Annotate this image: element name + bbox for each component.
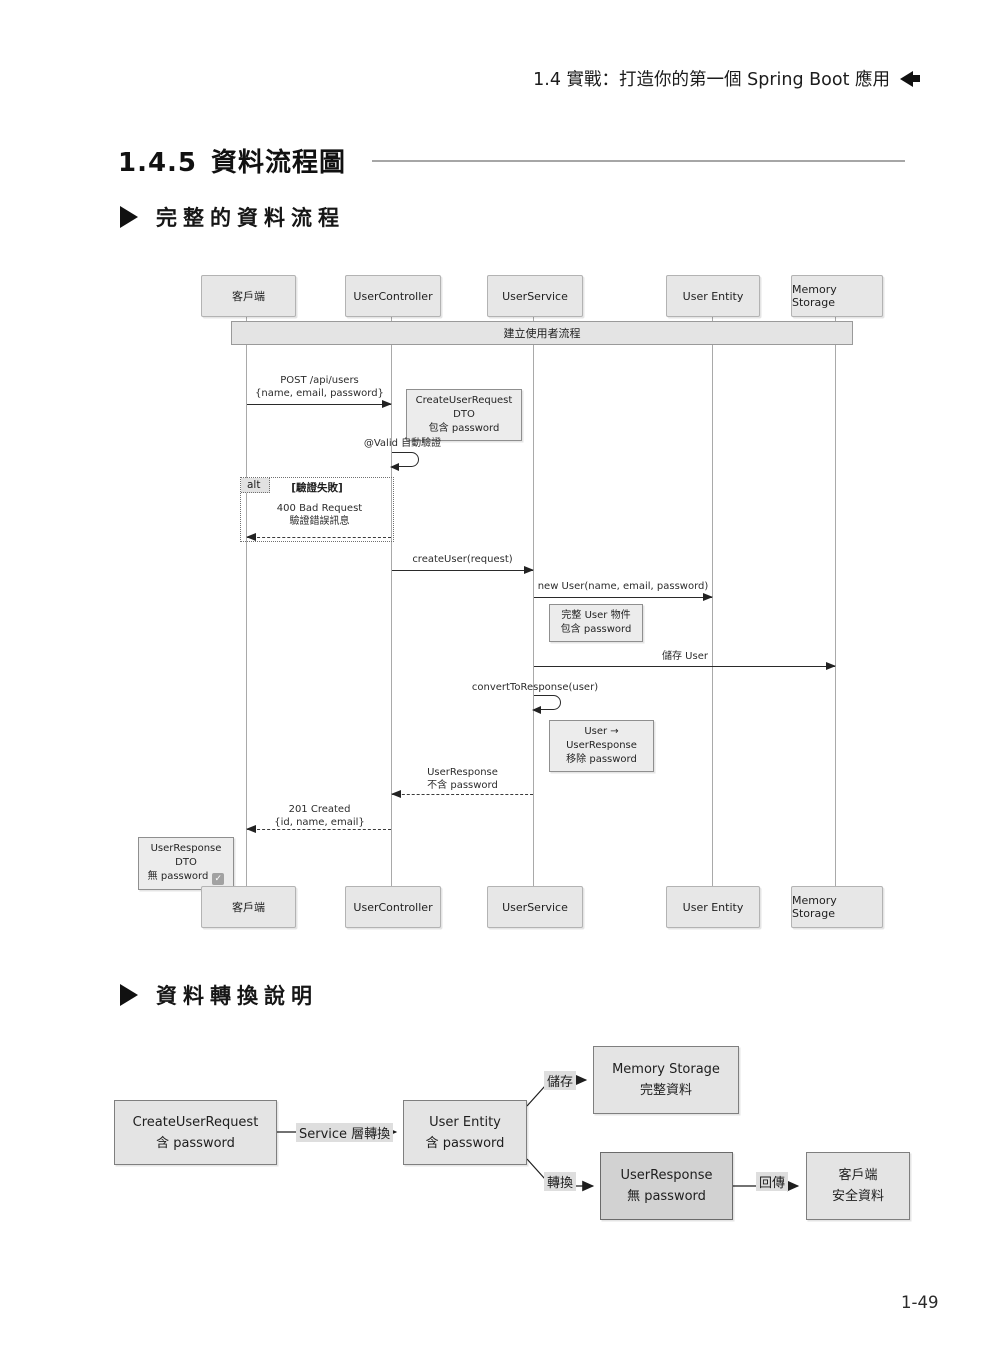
message-userresponse-label: UserResponse 不含 password [427, 767, 498, 791]
self-loop-valid [390, 452, 419, 471]
node-userentity: User Entity 含 password [403, 1100, 527, 1165]
edge-label-store: 儲存 [544, 1071, 577, 1090]
lifeline-usercontroller [391, 315, 392, 886]
alt-frame-condition: [驗證失敗] [291, 482, 343, 494]
participant-client-bottom: 客戶端 [201, 886, 296, 928]
message-userresponse-arrow [391, 790, 533, 798]
message-newuser-arrow [534, 593, 713, 601]
node-memorystorage: Memory Storage 完整資料 [593, 1046, 739, 1114]
participant-client-top: 客戶端 [201, 275, 296, 317]
note-user-to-response: User → UserResponse 移除 password [549, 720, 654, 772]
participant-userentity-bottom: User Entity [666, 886, 760, 928]
section-heading: 1.4.5 資料流程圖 [118, 142, 346, 179]
edge-label-return: 回傳 [756, 1172, 789, 1191]
participant-memorystorage-top: Memory Storage [791, 275, 883, 317]
edge-label-convert: 轉換 [544, 1172, 577, 1191]
lifeline-userservice [533, 315, 534, 886]
subtitle-flow: 完整的資料流程 [120, 202, 345, 232]
running-header: 1.4 實戰：打造你的第一個 Spring Boot 應用 [0, 66, 920, 91]
edge-label-service: Service 層轉換 [296, 1123, 394, 1142]
participant-userentity-top: User Entity [666, 275, 760, 317]
node-createuserrequest: CreateUserRequest 含 password [114, 1100, 277, 1165]
participant-usercontroller-top: UserController [345, 275, 441, 317]
participant-userservice-top: UserService [487, 275, 583, 317]
note-userresponse-dto: UserResponse DTO 無 password✓ [138, 837, 234, 890]
message-store-label: 儲存 User [662, 651, 708, 662]
sequence-banner: 建立使用者流程 [231, 321, 853, 345]
participant-memorystorage-bottom: Memory Storage [791, 886, 883, 928]
alt-frame: alt [驗證失敗] [240, 477, 394, 542]
message-valid-label: @Valid 自動驗證 [363, 438, 442, 449]
subtitle-transform-text: 資料轉換說明 [156, 984, 318, 1008]
message-post-label: POST /api/users {name, email, password} [255, 375, 384, 399]
right-triangle-icon [120, 984, 138, 1006]
participant-userservice-bottom: UserService [487, 886, 583, 928]
message-newuser-label: new User(name, email, password) [537, 581, 709, 592]
subtitle-transform: 資料轉換說明 [120, 980, 318, 1010]
message-post-arrow [247, 400, 392, 408]
note-create-user-request: CreateUserRequest DTO 包含 password [406, 389, 522, 441]
back-arrow-icon [900, 70, 920, 87]
running-header-text: 1.4 實戰：打造你的第一個 Spring Boot 應用 [533, 70, 890, 90]
message-store-arrow [534, 662, 836, 670]
subtitle-flow-text: 完整的資料流程 [156, 206, 345, 230]
check-icon: ✓ [212, 873, 225, 885]
node-userresponse: UserResponse 無 password [600, 1152, 733, 1220]
message-created-label: 201 Created {id, name, email} [274, 804, 365, 828]
lifeline-memorystorage [835, 315, 836, 886]
message-createuser-arrow [392, 566, 534, 574]
node-client: 客戶端 安全資料 [806, 1152, 910, 1220]
page-number: 1-49 [901, 1293, 939, 1312]
lifeline-client [246, 315, 247, 886]
message-badrequest-label: 400 Bad Request 驗證錯誤訊息 [276, 503, 363, 527]
message-convert-label: convertToResponse(user) [471, 682, 599, 693]
alt-frame-tab: alt [241, 478, 271, 493]
right-triangle-icon [120, 206, 138, 228]
message-created-arrow [246, 825, 391, 833]
section-number: 1.4.5 [118, 148, 198, 178]
section-title: 資料流程圖 [211, 148, 347, 178]
note-full-user: 完整 User 物件 包含 password [549, 604, 643, 642]
participant-usercontroller-bottom: UserController [345, 886, 441, 928]
message-badrequest-arrow [246, 533, 391, 541]
heading-rule [372, 160, 905, 162]
self-loop-convert [532, 695, 561, 714]
message-createuser-label: createUser(request) [412, 554, 513, 565]
